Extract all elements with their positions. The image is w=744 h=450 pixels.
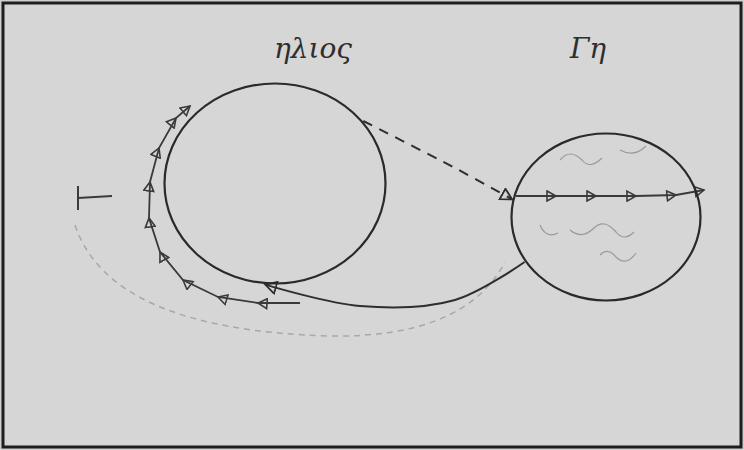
tick-mark <box>78 186 112 210</box>
earth-scribbles <box>540 146 646 261</box>
paper-frame <box>3 3 741 447</box>
body-name: ηλιος <box>274 34 352 65</box>
circle-outline <box>163 82 387 285</box>
flow-arrows-through-earth <box>516 190 704 196</box>
circle-outline <box>510 132 702 302</box>
sun-circle: ηλιος <box>163 82 387 285</box>
earth-circle: Γη <box>510 132 702 302</box>
faint-orbit-line <box>75 225 505 336</box>
flow-arrow-earth-to-sun <box>265 262 524 307</box>
body-name: Γη <box>570 34 606 65</box>
